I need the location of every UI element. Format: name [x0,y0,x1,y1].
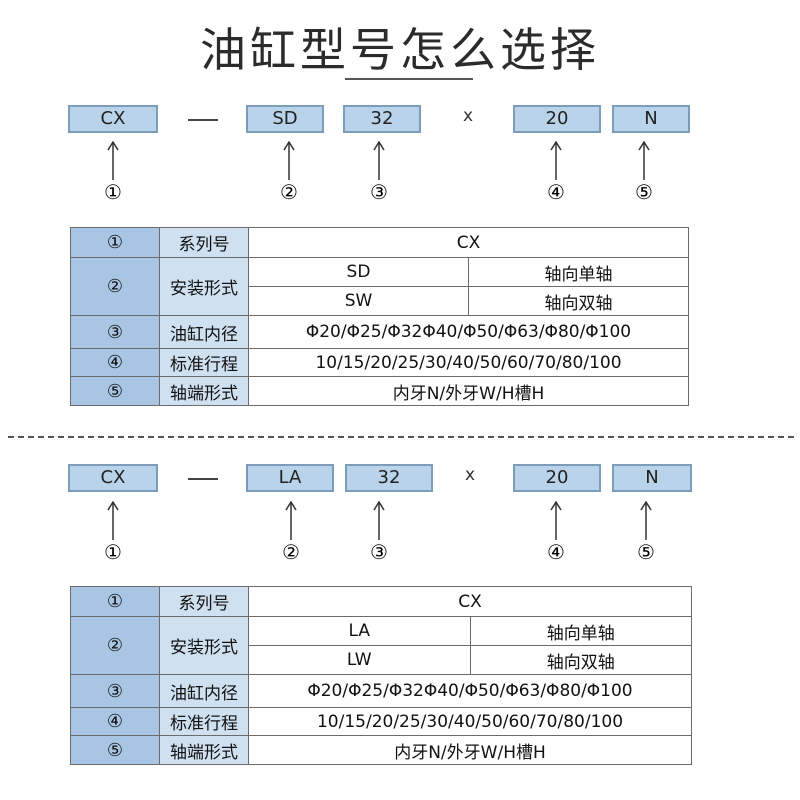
row-number: ③ [70,674,160,708]
arrow-up-icon [640,500,652,540]
table-row: ③ 油缸内径 Φ20/Φ25/Φ32Φ40/Φ50/Φ63/Φ80/Φ100 [70,674,692,708]
code-box-bore: 32 [343,105,421,133]
code-dash [188,119,218,121]
row-label: 安装形式 [159,616,249,675]
mount-desc: 轴向双轴 [469,645,692,675]
code-box-bore: 32 [345,464,433,492]
row-label: 轴端形式 [159,735,249,765]
row-value: 内牙N/外牙W/H槽H [248,735,692,765]
callout-2: ② [282,540,300,564]
row-number: ⑤ [70,735,160,765]
callout-4: ④ [547,180,565,204]
code-box-mount: LA [246,464,334,492]
code-box-stroke: 20 [513,105,601,133]
code-box-stroke: 20 [513,464,601,492]
table-row: ① 系列号 CX [70,586,692,617]
arrow-up-icon [550,140,562,180]
row-value: CX [248,586,692,617]
row-value: Φ20/Φ25/Φ32Φ40/Φ50/Φ63/Φ80/Φ100 [248,315,689,349]
spec-table-1: ① 系列号 CX ② 安装形式 SD 轴向单轴 SW 轴向双轴 ③ 油缸内径 Φ… [70,227,689,406]
code-box-mount: SD [246,105,324,133]
row-value: CX [248,227,689,258]
arrow-up-icon [550,500,562,540]
row-value: 10/15/20/25/30/40/50/60/70/80/100 [248,707,692,736]
table-row: SW 轴向双轴 [71,286,689,316]
callout-1: ① [104,180,122,204]
mount-code: SW [248,286,469,316]
table-row: ② 安装形式 SD 轴向单轴 [70,257,689,316]
row-number: ④ [70,707,160,736]
row-number: ⑤ [70,376,160,406]
arrow-up-icon [283,140,295,180]
row-number: ③ [70,315,160,349]
table-row: ② 安装形式 LA 轴向单轴 [70,616,692,675]
code-box-series: CX [68,105,158,133]
callout-2: ② [280,180,298,204]
table-row: ④ 标准行程 10/15/20/25/30/40/50/60/70/80/100 [70,348,689,377]
page-title: 油缸型号怎么选择 [200,23,600,77]
arrow-up-icon [285,500,297,540]
row-label: 系列号 [159,586,249,617]
row-value: 10/15/20/25/30/40/50/60/70/80/100 [248,348,689,377]
table-row: ① 系列号 CX [70,227,689,258]
code-x-mark: x [464,465,476,485]
row-label: 油缸内径 [159,315,249,349]
callout-1: ① [104,540,122,564]
mount-desc: 轴向双轴 [468,286,689,316]
row-number: ① [70,227,160,258]
callout-4: ④ [547,540,565,564]
mount-code: LA [248,616,471,646]
mount-code: LW [248,645,471,675]
table-row: ④ 标准行程 10/15/20/25/30/40/50/60/70/80/100 [70,707,692,736]
row-value: 内牙N/外牙W/H槽H [248,376,689,406]
spec-table-2: ① 系列号 CX ② 安装形式 LA 轴向单轴 LW 轴向双轴 ③ 油缸内径 Φ… [70,586,692,765]
row-label: 轴端形式 [159,376,249,406]
row-label: 油缸内径 [159,674,249,708]
mount-code: SD [248,257,469,287]
callout-3: ③ [370,180,388,204]
code-box-series: CX [68,464,158,492]
row-label: 安装形式 [159,257,249,316]
code-box-rod-end: N [612,464,692,492]
table-row: ⑤ 轴端形式 内牙N/外牙W/H槽H [70,735,692,765]
row-label: 标准行程 [159,707,249,736]
row-number: ② [70,616,160,675]
arrow-up-icon [638,140,650,180]
callout-5: ⑤ [635,180,653,204]
row-number: ② [70,257,160,316]
arrow-up-icon [373,500,385,540]
mount-desc: 轴向单轴 [469,616,692,646]
code-dash [188,478,218,480]
title-underline [345,78,473,80]
table-row: ⑤ 轴端形式 内牙N/外牙W/H槽H [70,376,689,406]
row-label: 标准行程 [159,348,249,377]
row-label: 系列号 [159,227,249,258]
mount-desc: 轴向单轴 [468,257,689,287]
callout-3: ③ [370,540,388,564]
code-x-mark: x [462,106,474,126]
table-row: LW 轴向双轴 [71,645,692,675]
dashed-divider [8,436,794,438]
arrow-up-icon [373,140,385,180]
row-value: Φ20/Φ25/Φ32Φ40/Φ50/Φ63/Φ80/Φ100 [248,674,692,708]
table-row: ③ 油缸内径 Φ20/Φ25/Φ32Φ40/Φ50/Φ63/Φ80/Φ100 [70,315,689,349]
row-number: ① [70,586,160,617]
callout-5: ⑤ [637,540,655,564]
code-box-rod-end: N [612,105,690,133]
arrow-up-icon [107,500,119,540]
row-number: ④ [70,348,160,377]
arrow-up-icon [107,140,119,180]
